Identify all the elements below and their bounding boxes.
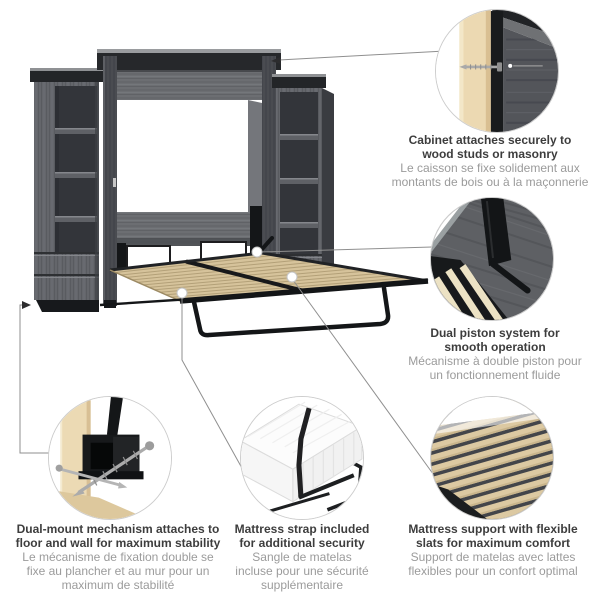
- caption-fr-line: flexibles pour un confort optimal: [408, 564, 578, 578]
- wood-stud-anchor-photo: [436, 10, 558, 132]
- caption-fr-line: Le mécanisme de fixation double se: [22, 550, 214, 564]
- arrowhead-mount: [22, 301, 31, 309]
- caption-en-line: Mattress strap included: [234, 522, 370, 536]
- caption-en-line: floor and wall for maximum stability: [15, 536, 221, 550]
- caption-en-line: slats for maximum comfort: [415, 536, 571, 550]
- arrowhead-cabinet: [271, 56, 281, 64]
- caption-en-line: smooth operation: [444, 340, 546, 354]
- callout-circle-dual-mount: [48, 396, 172, 520]
- caption-fr-line: Support de matelas avec lattes: [410, 550, 576, 564]
- caption-en-line: Mattress support with flexible: [408, 522, 578, 536]
- caption-fr-line: montants de bois ou à la maçonnerie: [391, 175, 589, 189]
- callout-circle-flexible-slats: [430, 396, 554, 520]
- mattress-strap-photo: [241, 397, 363, 519]
- floor-wall-mount-photo: [49, 397, 171, 519]
- piston-mechanism-photo: [431, 198, 553, 320]
- anchor-dots: [176, 246, 298, 299]
- left-piston: [117, 243, 126, 273]
- caption-fr-line: un fonctionnement fluide: [429, 368, 561, 382]
- caption-dual-mount: Dual-mount mechanism attaches to floor a…: [0, 522, 236, 592]
- caption-flexible-slats: Mattress support with flexible slats for…: [370, 522, 600, 578]
- caption-en-line: Cabinet attaches securely to: [408, 133, 572, 147]
- leg-crossbar: [99, 293, 253, 307]
- callout-circle-cabinet-attachment: [435, 9, 559, 133]
- bed-deck: [109, 251, 429, 302]
- callout-circle-dual-piston: [430, 197, 554, 321]
- flexible-slats-photo: [431, 397, 553, 519]
- callout-circle-mattress-strap: [240, 396, 364, 520]
- caption-en-line: wood studs or masonry: [422, 147, 558, 161]
- caption-fr-line: fixe au plancher et au mur pour un: [26, 564, 210, 578]
- caption-mattress-strap: Mattress strap included for additional s…: [184, 522, 420, 592]
- caption-en-line: Dual piston system for: [430, 326, 560, 340]
- caption-fr-line: maximum de stabilité: [61, 578, 175, 592]
- caption-fr-line: Sangle de matelas: [252, 550, 352, 564]
- folding-leg-frame: [191, 285, 391, 338]
- caption-cabinet-attachment: Cabinet attaches securely to wood studs …: [325, 133, 600, 189]
- caption-dual-piston: Dual piston system for smooth operation …: [355, 326, 600, 382]
- caption-fr-line: supplémentaire: [260, 578, 344, 592]
- caption-en-line: Dual-mount mechanism attaches to: [16, 522, 220, 536]
- caption-en-line: for additional security: [239, 536, 365, 550]
- caption-fr-line: Mécanisme à double piston pour: [408, 354, 582, 368]
- caption-fr-line: Le caisson se fixe solidement aux: [400, 161, 580, 175]
- caption-fr-line: incluse pour une sécurité: [235, 564, 369, 578]
- left-bookcase: [30, 68, 104, 312]
